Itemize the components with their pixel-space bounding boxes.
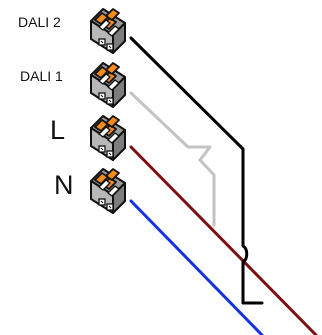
terminal-label-dali-1: DALI 1 bbox=[20, 68, 63, 84]
terminal-label-n: N bbox=[54, 170, 74, 200]
wire-l bbox=[129, 145, 318, 335]
terminal-dali-2-icon bbox=[90, 8, 126, 54]
terminal-l-icon bbox=[90, 115, 126, 161]
terminal-n-icon bbox=[90, 168, 126, 214]
terminal-label-dali-2: DALI 2 bbox=[18, 14, 61, 30]
wire-dali-1 bbox=[129, 91, 216, 227]
terminal-dali-1-icon bbox=[90, 62, 126, 108]
wire-n bbox=[129, 199, 264, 335]
terminal-label-l: L bbox=[50, 115, 66, 145]
wire-dali-2 bbox=[129, 36, 264, 305]
